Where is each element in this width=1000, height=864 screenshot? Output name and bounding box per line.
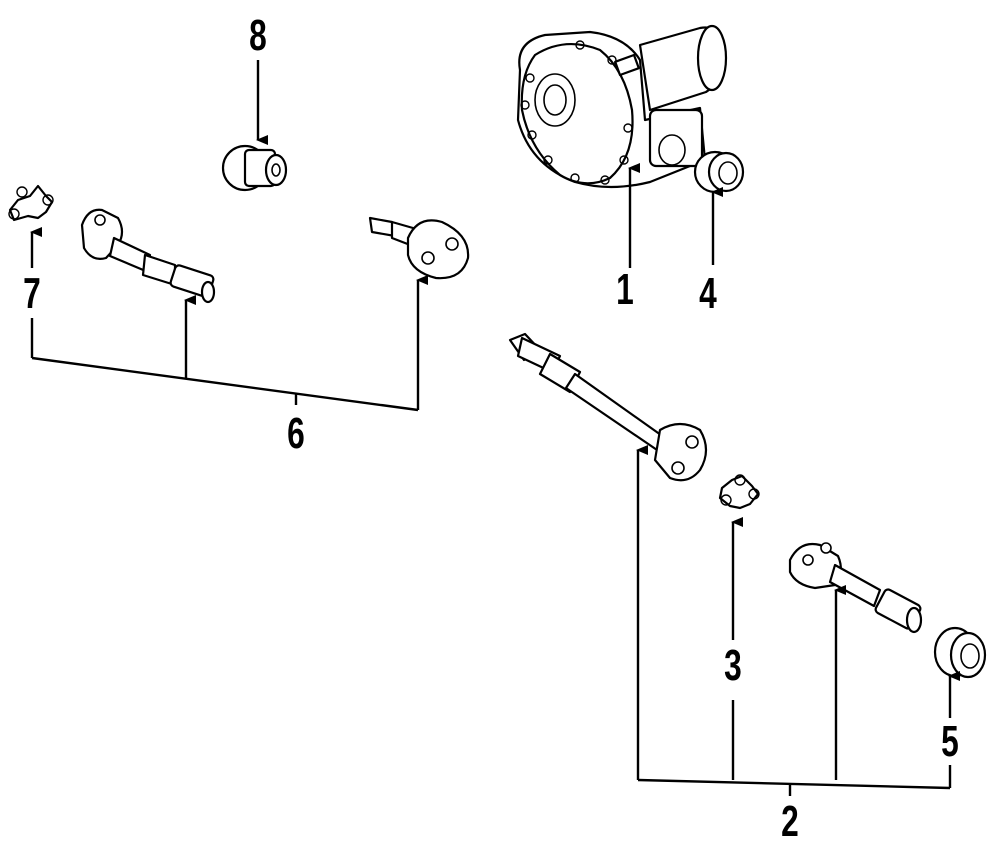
callout-2: 2 xyxy=(781,797,799,846)
part-4-seal xyxy=(693,150,745,194)
part-8-bushing xyxy=(221,144,288,192)
callout-5: 5 xyxy=(941,717,959,766)
bracket-6 xyxy=(30,275,428,412)
callout-3: 3 xyxy=(724,641,742,690)
callout-7: 7 xyxy=(23,269,41,318)
part-3-u-joint-cross xyxy=(718,474,760,510)
part-6-inner-shaft xyxy=(80,208,216,304)
part-2-outer-shaft xyxy=(788,542,923,634)
callout-4: 4 xyxy=(699,269,717,318)
callout-8: 8 xyxy=(249,11,267,60)
part-5-seal xyxy=(933,626,987,679)
callout-6: 6 xyxy=(287,409,305,458)
part-2-axle-shaft xyxy=(508,332,708,482)
part-7-u-joint-cross xyxy=(8,184,54,222)
part-1-differential-carrier xyxy=(516,24,728,189)
callout-1: 1 xyxy=(616,265,634,314)
part-6-stub-shaft xyxy=(368,216,470,280)
bracket-2 xyxy=(636,445,960,796)
